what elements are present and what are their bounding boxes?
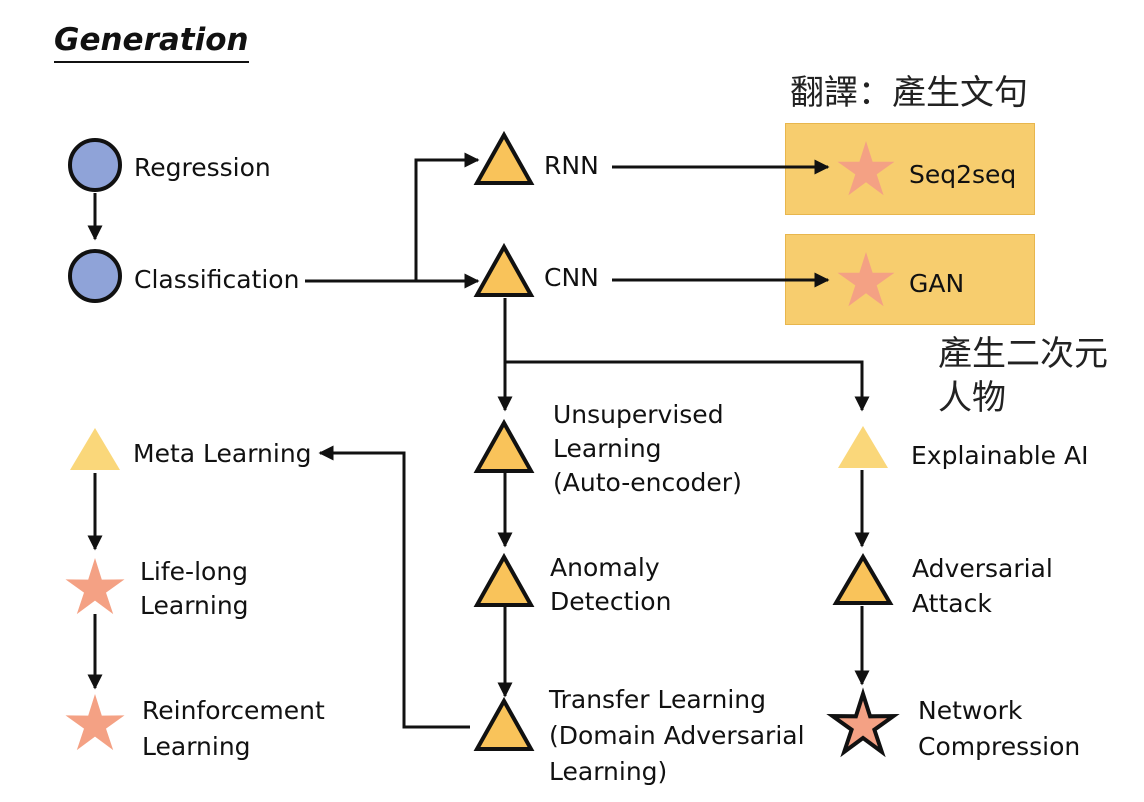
seq2seq-label: Seq2seq: [909, 160, 1017, 189]
adversarial-label: Adversarial Attack: [912, 554, 1053, 618]
page-title: Generation: [54, 20, 249, 63]
anime-annotation-line1: 產生二次元: [938, 334, 1108, 374]
edge-classification-rnn: [305, 152, 480, 283]
classification-label: Classification: [134, 265, 300, 294]
cnn-label: CNN: [544, 263, 599, 292]
reinforcement-star-icon: [65, 694, 125, 751]
rnn-label: RNN: [544, 151, 599, 180]
edge-cnn-explainable: [505, 360, 870, 412]
anomaly-triangle-icon: [473, 552, 535, 607]
classification-circle-icon: [68, 249, 122, 303]
edge-transfer-meta: [318, 445, 470, 729]
explainable-triangle-icon: [838, 426, 888, 468]
seq2seq-star-icon: [837, 141, 895, 196]
gan-label: GAN: [909, 269, 965, 298]
rnn-triangle-icon: [473, 130, 535, 185]
gan-star-icon: [837, 252, 895, 307]
reinforcement-label: Reinforcement Learning: [142, 696, 325, 761]
regression-label: Regression: [134, 153, 271, 182]
unsupervised-triangle-icon: [473, 418, 535, 473]
unsupervised-label: Unsupervised Learning (Auto-encoder): [553, 400, 742, 497]
transfer-triangle-icon: [473, 696, 535, 751]
cnn-triangle-icon: [473, 242, 535, 297]
compression-label: Network Compression: [918, 696, 1081, 761]
transfer-label: Transfer Learning (Domain Adversarial Le…: [549, 685, 805, 786]
anomaly-label: Anomaly Detection: [550, 553, 672, 616]
anime-annotation-line2: 人物: [938, 378, 1006, 418]
compression-star-icon: [826, 687, 900, 758]
gan-highlight-box: [785, 234, 1035, 325]
lifelong-star-icon: [65, 558, 125, 615]
meta-label: Meta Learning: [133, 439, 312, 468]
adversarial-triangle-icon: [832, 553, 894, 605]
explainable-label: Explainable AI: [911, 441, 1089, 470]
translation-annotation: 翻譯：產生文句: [790, 73, 1028, 113]
regression-circle-icon: [68, 138, 122, 192]
lifelong-label: Life-long Learning: [140, 557, 249, 620]
meta-triangle-icon: [70, 428, 120, 470]
